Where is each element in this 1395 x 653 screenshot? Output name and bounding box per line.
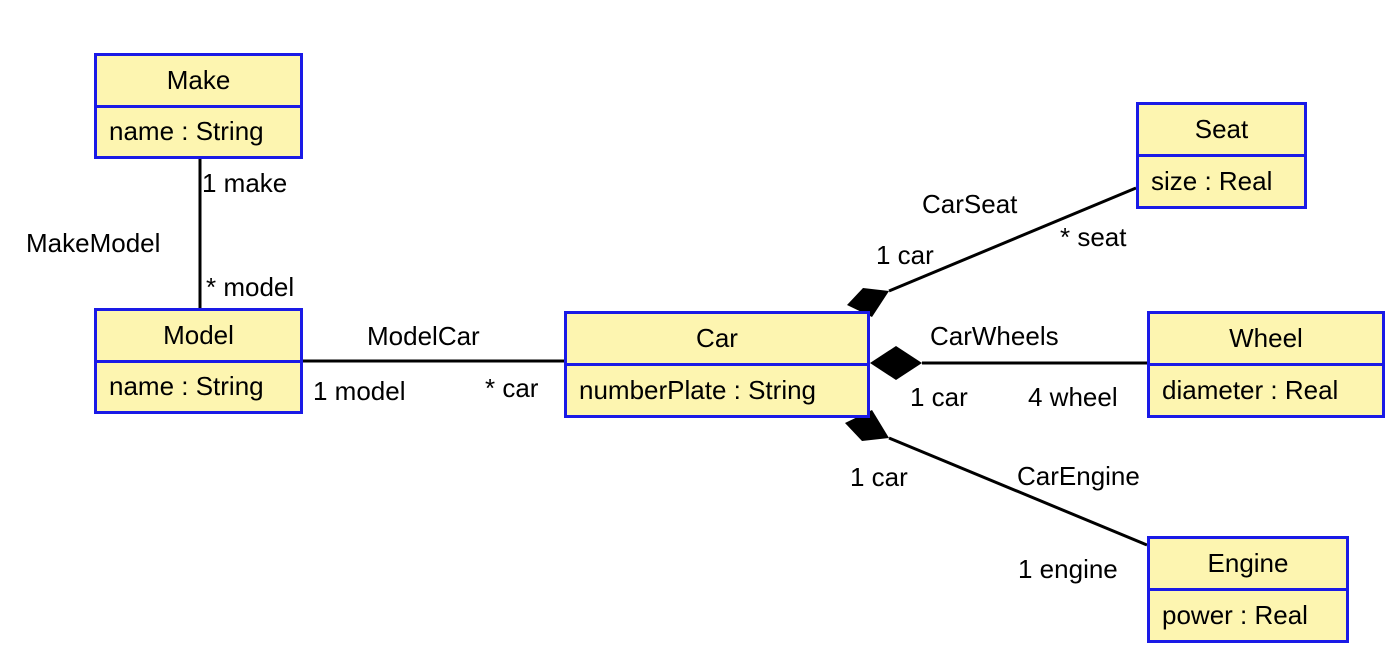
class-model-name: Model (97, 311, 300, 363)
class-seat-name: Seat (1139, 105, 1304, 157)
class-car[interactable]: Car numberPlate : String (564, 311, 870, 418)
class-wheel-name: Wheel (1150, 314, 1382, 366)
class-make[interactable]: Make name : String (94, 53, 303, 159)
class-make-name: Make (97, 56, 300, 108)
multiplicity-model-car-model-end: 1 model (313, 376, 406, 406)
class-engine-name: Engine (1150, 539, 1346, 591)
multiplicity-car-seat-seat-end: * seat (1060, 222, 1127, 252)
multiplicity-car-engine-engine-end: 1 engine (1018, 554, 1118, 584)
class-make-attribute: name : String (109, 116, 264, 147)
multiplicity-car-seat-car-end: 1 car (876, 240, 934, 270)
class-seat-attribute: size : Real (1151, 166, 1273, 196)
class-wheel-attribute: diameter : Real (1162, 375, 1339, 405)
class-engine-attribute: power : Real (1162, 600, 1308, 630)
class-wheel[interactable]: Wheel diameter : Real (1147, 311, 1385, 418)
association-name-make-model: MakeModel (26, 228, 161, 258)
class-car-name: Car (567, 314, 867, 366)
class-model[interactable]: Model name : String (94, 308, 303, 414)
association-line-car-engine (888, 436, 1148, 547)
multiplicity-model-end: * model (206, 272, 295, 302)
multiplicity-make-end: 1 make (202, 168, 288, 198)
multiplicity-car-engine-car-end: 1 car (850, 462, 908, 492)
composition-diamond-car-wheels (870, 346, 922, 380)
multiplicity-car-wheels-wheel-end: 4 wheel (1028, 382, 1118, 412)
multiplicity-car-wheels-car-end: 1 car (910, 382, 968, 412)
class-seat[interactable]: Seat size : Real (1136, 102, 1307, 209)
association-name-model-car: ModelCar (367, 321, 480, 351)
multiplicity-model-car-car-end: * car (485, 373, 539, 403)
association-name-car-wheels: CarWheels (930, 321, 1059, 351)
class-car-attribute: numberPlate : String (579, 375, 817, 405)
association-line-car-seat (888, 186, 1137, 293)
association-name-car-seat: CarSeat (922, 189, 1018, 219)
association-name-car-engine: CarEngine (1017, 461, 1140, 491)
composition-diamond-car-seat (847, 288, 889, 317)
class-model-attribute: name : String (109, 371, 264, 402)
class-engine[interactable]: Engine power : Real (1147, 536, 1349, 643)
